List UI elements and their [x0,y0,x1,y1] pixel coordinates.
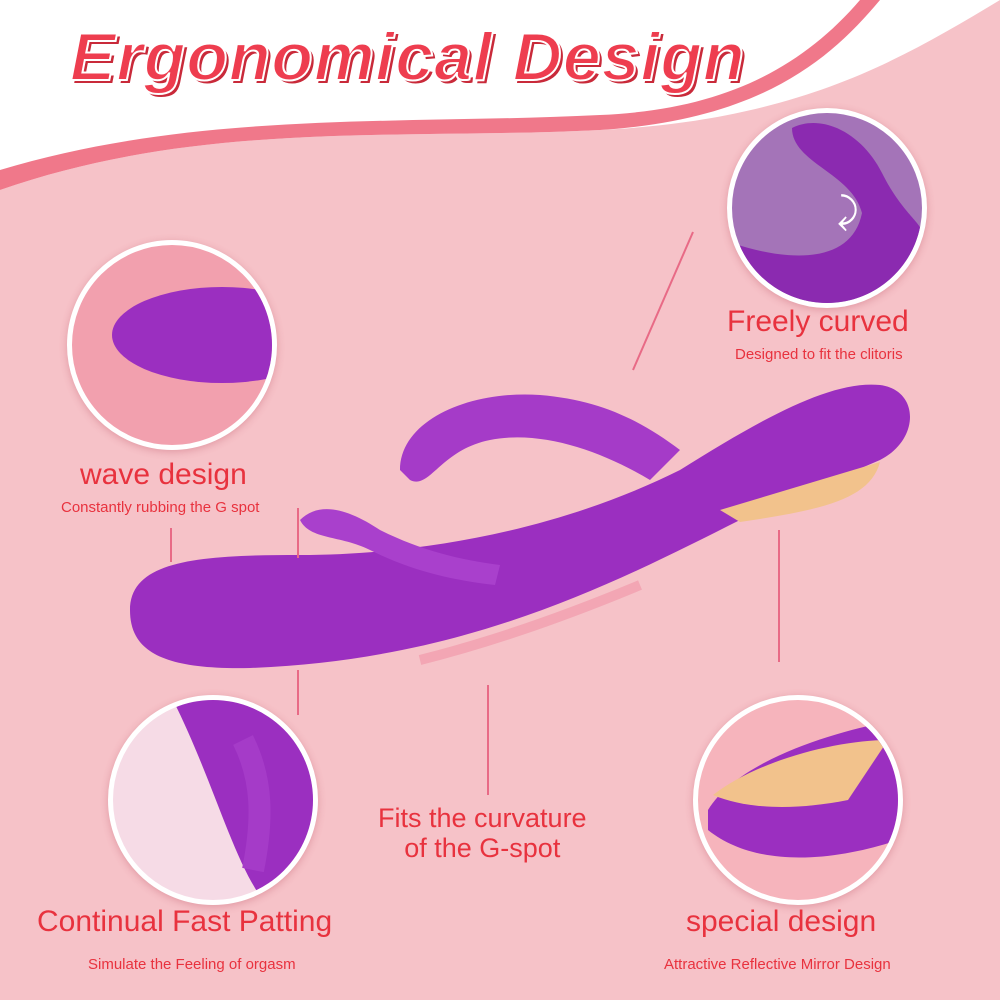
feature-heading: wave design [80,458,247,491]
feature-heading: Continual Fast Patting [37,905,333,938]
feature-sub: Constantly rubbing the G spot [61,499,260,516]
feature-sub: Attractive Reflective Mirror Design [664,956,891,973]
swoosh [0,0,880,190]
feature-sub: Designed to fit the clitoris [735,346,903,363]
detail-circle-patting [108,695,318,905]
detail-circle-mirror [693,695,903,905]
page-title: Ergonomical Design [69,18,746,96]
feature-heading-line: of the G-spot [404,833,561,863]
detail-circle-curved: ⤸ [727,108,927,308]
feature-sub: Simulate the Feeling of orgasm [88,956,296,973]
connector-line [487,685,489,795]
feature-heading-line: Fits the curvature [378,803,587,833]
bend-arrow-icon: ⤸ [837,190,859,232]
product-image [130,384,910,669]
feature-heading: Freely curved [727,305,909,338]
connector-line [778,530,780,662]
connector-line [297,670,299,715]
feature-heading: special design [686,905,877,938]
detail-circle-wave [67,240,277,450]
connector-line [297,508,299,558]
connector-line [632,231,694,371]
connector-line [170,528,172,562]
